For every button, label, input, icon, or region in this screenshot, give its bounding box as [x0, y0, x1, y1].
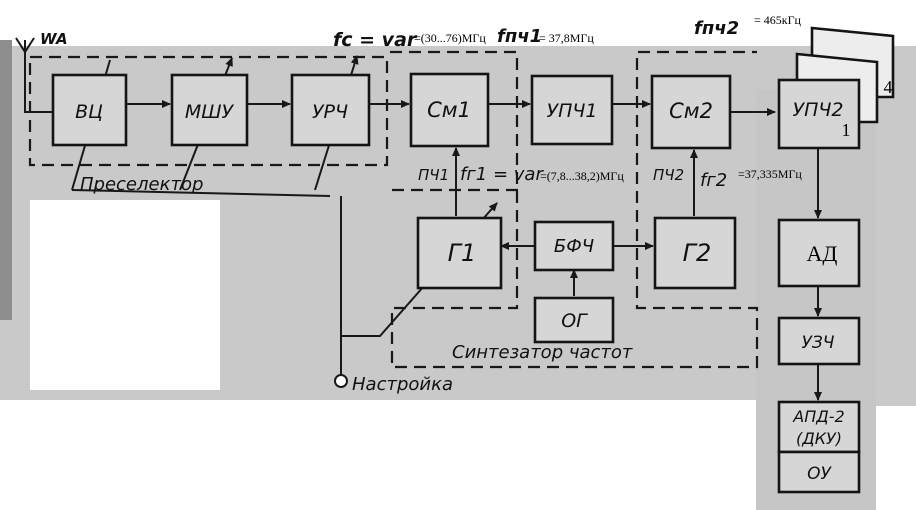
label-upch2: УПЧ2 — [793, 99, 844, 121]
tuning-label: Настройка — [352, 374, 453, 395]
white-patch-bottom — [0, 400, 756, 510]
stack-number-last: 4 — [884, 77, 893, 97]
label-upch1: УПЧ1 — [547, 100, 598, 122]
block-g2 — [653, 216, 737, 290]
fg1-value: =(7,8...38,2)МГц — [540, 169, 624, 183]
label-g2: Г2 — [683, 239, 712, 267]
antenna-label: WA — [40, 30, 68, 48]
pch1-label: ПЧ1 — [418, 166, 449, 184]
white-patch-left — [30, 200, 220, 390]
block-upch1 — [530, 74, 614, 146]
tuning-knob[interactable] — [334, 374, 348, 388]
label-apd: АПД-2 — [792, 407, 844, 426]
antenna-symbol — [15, 37, 52, 113]
label-og: ОГ — [561, 310, 588, 332]
block-uzch — [777, 316, 861, 366]
block-apd — [777, 400, 861, 454]
label-g1: Г1 — [448, 239, 477, 267]
block-bfch — [533, 220, 615, 272]
synth-frame — [390, 50, 759, 369]
block-sm1 — [409, 72, 490, 148]
label-apd-sub: (ДКУ) — [796, 429, 842, 448]
block-og — [533, 296, 615, 344]
block-ou — [777, 450, 861, 494]
label-uzch: УЗЧ — [802, 333, 835, 353]
label-bfch: БФЧ — [554, 236, 594, 257]
block-urch — [290, 73, 371, 147]
stack-number-first: 1 — [842, 120, 851, 140]
label-urch: УРЧ — [312, 101, 348, 123]
fpch1-label: fпч1 — [497, 26, 542, 47]
fg2-value: =37,335МГц — [738, 167, 802, 181]
fpch1-value: = 37,8МГц — [539, 31, 594, 45]
preselector-label: Преселектор — [80, 174, 203, 195]
pch2-label: ПЧ2 — [653, 166, 684, 184]
white-patch-top — [110, 0, 756, 40]
fc-value: =(30...76)МГц — [414, 31, 486, 45]
paper-scan-left — [0, 40, 12, 320]
block-g1 — [416, 216, 503, 290]
fg1-label: fг1 = var — [460, 164, 544, 185]
label-msu: МШУ — [185, 101, 235, 123]
label-vc: ВЦ — [75, 101, 103, 123]
fpch2-value: = 465кГц — [754, 13, 802, 27]
fc-label: fс = var — [333, 29, 418, 51]
block-msu — [170, 73, 249, 147]
block-ad — [777, 218, 861, 288]
label-ad: АД — [807, 241, 838, 266]
tuning-bus — [71, 189, 331, 197]
fpch2-label: fпч2 — [694, 18, 739, 39]
upch2-stack — [777, 26, 895, 150]
block-vc — [51, 73, 128, 147]
label-ou: ОУ — [807, 464, 832, 484]
block-sm2 — [650, 74, 732, 150]
fg2-label: fг2 — [700, 170, 727, 191]
label-sm1: См1 — [427, 98, 471, 122]
label-sm2: См2 — [669, 99, 713, 123]
synth-label: Синтезатор частот — [452, 342, 633, 363]
preselector-frame — [28, 55, 389, 167]
